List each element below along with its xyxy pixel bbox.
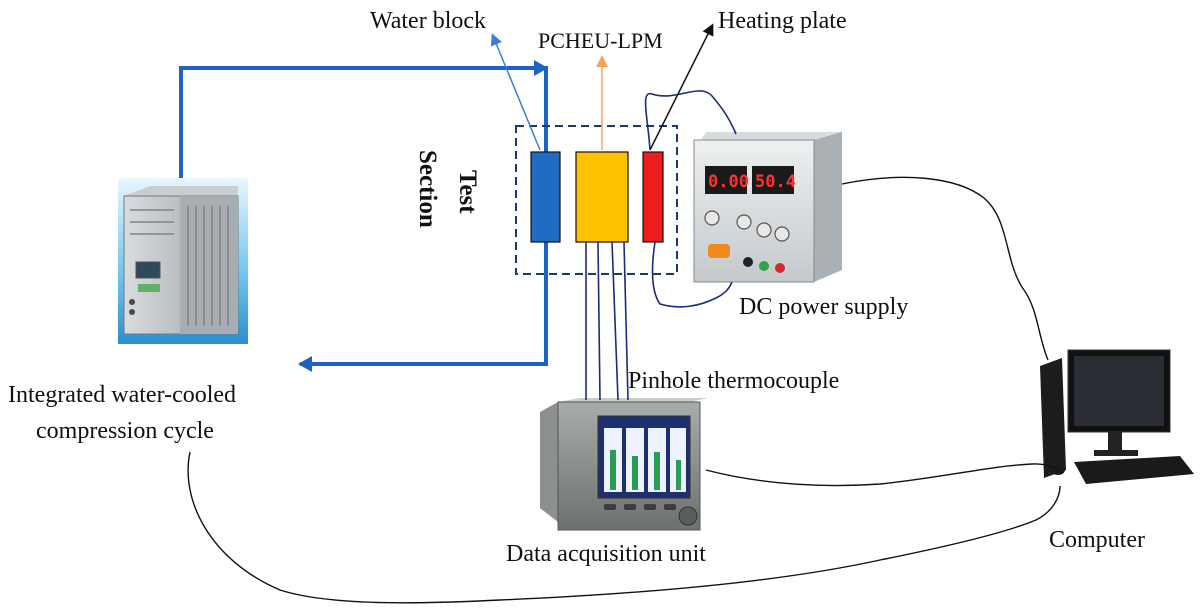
- computer-screen: [1074, 356, 1164, 426]
- psu-knobs: [704, 210, 790, 242]
- thermocouple-wire: [623, 241, 629, 401]
- daq-to-computer-cable: [705, 463, 1063, 487]
- test-section: Test Section: [414, 125, 678, 275]
- psu-side: [814, 132, 842, 282]
- data-acquisition-unit-label: Data acquisition unit: [506, 541, 706, 567]
- heating-plate-leader: [649, 23, 714, 151]
- supply-arrowhead: [534, 60, 548, 76]
- pcheu-lpm-block: [575, 151, 629, 243]
- thermocouple-wire: [597, 241, 601, 401]
- wires: [187, 90, 1063, 604]
- return-arrowhead: [298, 356, 312, 372]
- heating-plate: [642, 151, 664, 243]
- pcheu-lpm-label: PCHEU-LPM: [538, 28, 663, 53]
- pinhole-thermocouple-label: Pinhole thermocouple: [628, 368, 839, 394]
- heater-wire-bottom: [651, 241, 733, 308]
- water-loop: [179, 60, 548, 372]
- chiller-label-sticker: [138, 284, 160, 292]
- keyboard: [1074, 456, 1194, 484]
- monitor-base: [1094, 450, 1138, 456]
- thermocouple-wire: [611, 241, 619, 401]
- daq-screen-bars: [604, 428, 686, 492]
- water-block-leader: [490, 33, 541, 151]
- daq-dial: [678, 506, 698, 526]
- psu-voltage-readout: 0.00: [708, 172, 749, 192]
- test-section-label: Test Section: [414, 150, 481, 228]
- chiller-label-line2: compression cycle: [36, 418, 214, 444]
- psu-terminal: [759, 261, 769, 271]
- psu-knob: [704, 210, 720, 226]
- water-block: [530, 151, 561, 243]
- psu-current-readout: 50.4: [755, 172, 796, 192]
- test-label: Test: [454, 170, 481, 214]
- psu-to-computer-cable: [841, 176, 1049, 361]
- chiller-unit: Integrated water-cooled compression cycl…: [8, 178, 248, 444]
- heater-wire-top: [644, 90, 737, 151]
- psu-knob: [756, 222, 772, 238]
- computer: Computer: [1040, 349, 1194, 553]
- dc-power-supply: 0.00 50.4 DC power supply: [693, 132, 908, 320]
- daq-side: [540, 402, 558, 522]
- chiller-to-computer-cable: [187, 451, 1061, 604]
- chiller-top: [124, 186, 238, 196]
- chiller-vents: [130, 206, 229, 326]
- supply-pipe: [179, 66, 548, 180]
- psu-display-right: [752, 166, 794, 194]
- daq-buttons: [604, 504, 676, 510]
- psu-power-switch: [708, 244, 730, 258]
- callouts: Water block PCHEU-LPM Heating plate: [370, 8, 847, 151]
- heating-plate-label: Heating plate: [718, 8, 847, 34]
- return-pipe: [300, 240, 548, 366]
- computer-label: Computer: [1049, 527, 1145, 553]
- computer-tower: [1040, 358, 1066, 478]
- section-label: Section: [414, 150, 441, 228]
- daq-top: [558, 398, 708, 402]
- psu-display-left: [705, 166, 747, 194]
- psu-terminal: [775, 263, 785, 273]
- data-acquisition-unit: Data acquisition unit: [506, 398, 708, 567]
- psu-knob: [774, 226, 790, 242]
- chiller-label-line1: Integrated water-cooled: [8, 382, 236, 408]
- psu-terminal: [743, 257, 753, 267]
- chiller-control-panel: [135, 261, 161, 279]
- monitor-stand: [1108, 432, 1122, 452]
- water-block-label: Water block: [370, 8, 486, 34]
- dc-power-supply-label: DC power supply: [739, 294, 908, 320]
- test-section-boundary: [515, 125, 678, 275]
- psu-knob: [736, 214, 752, 230]
